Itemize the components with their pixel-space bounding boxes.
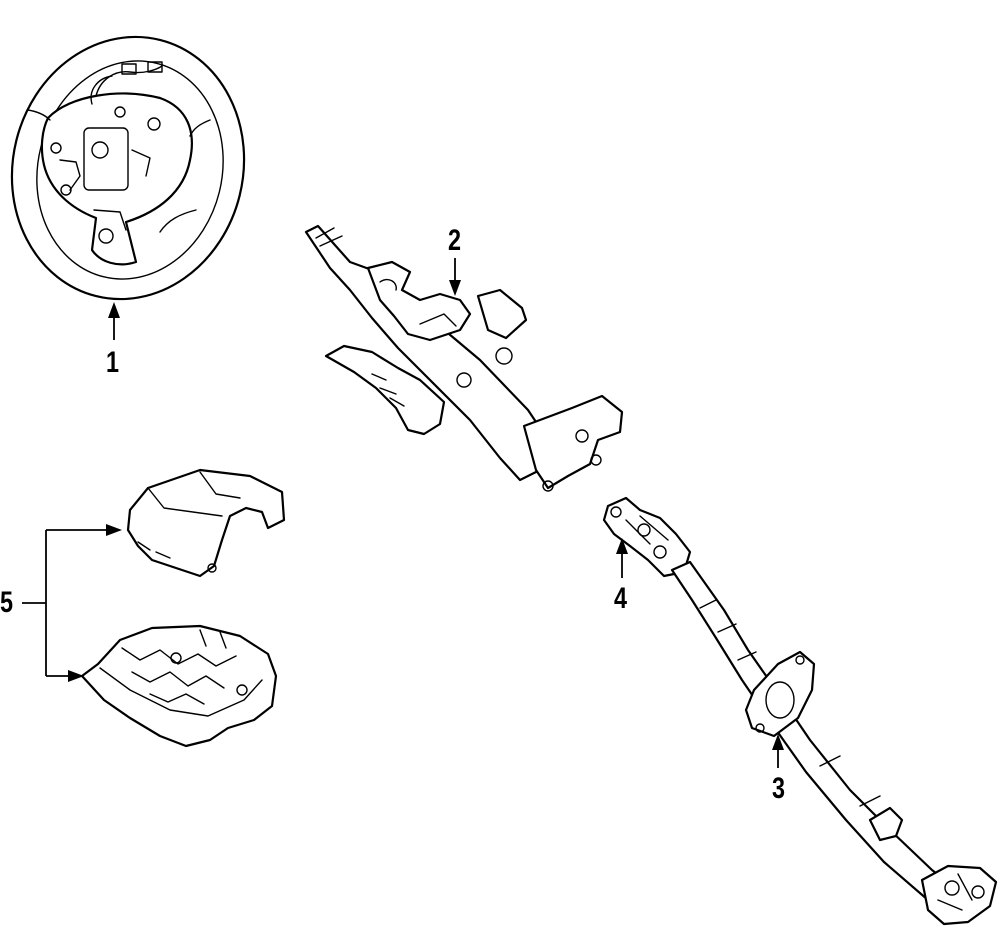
steering-wheel[interactable]	[0, 12, 272, 324]
leader-2	[449, 258, 461, 296]
callout-3: 3	[772, 772, 786, 805]
leader-5	[22, 524, 122, 682]
leader-4	[616, 538, 628, 578]
universal-joint[interactable]	[602, 496, 692, 578]
column-cover-upper[interactable]	[126, 468, 286, 578]
column-cover-lower[interactable]	[80, 624, 278, 748]
callout-5: 5	[0, 586, 14, 619]
leader-3	[772, 734, 784, 768]
leader-1	[108, 302, 120, 340]
callout-2: 2	[448, 224, 462, 257]
callout-4: 4	[614, 582, 628, 615]
intermediate-shaft[interactable]	[670, 560, 998, 926]
callout-1: 1	[106, 346, 120, 379]
steering-column[interactable]	[304, 224, 624, 492]
